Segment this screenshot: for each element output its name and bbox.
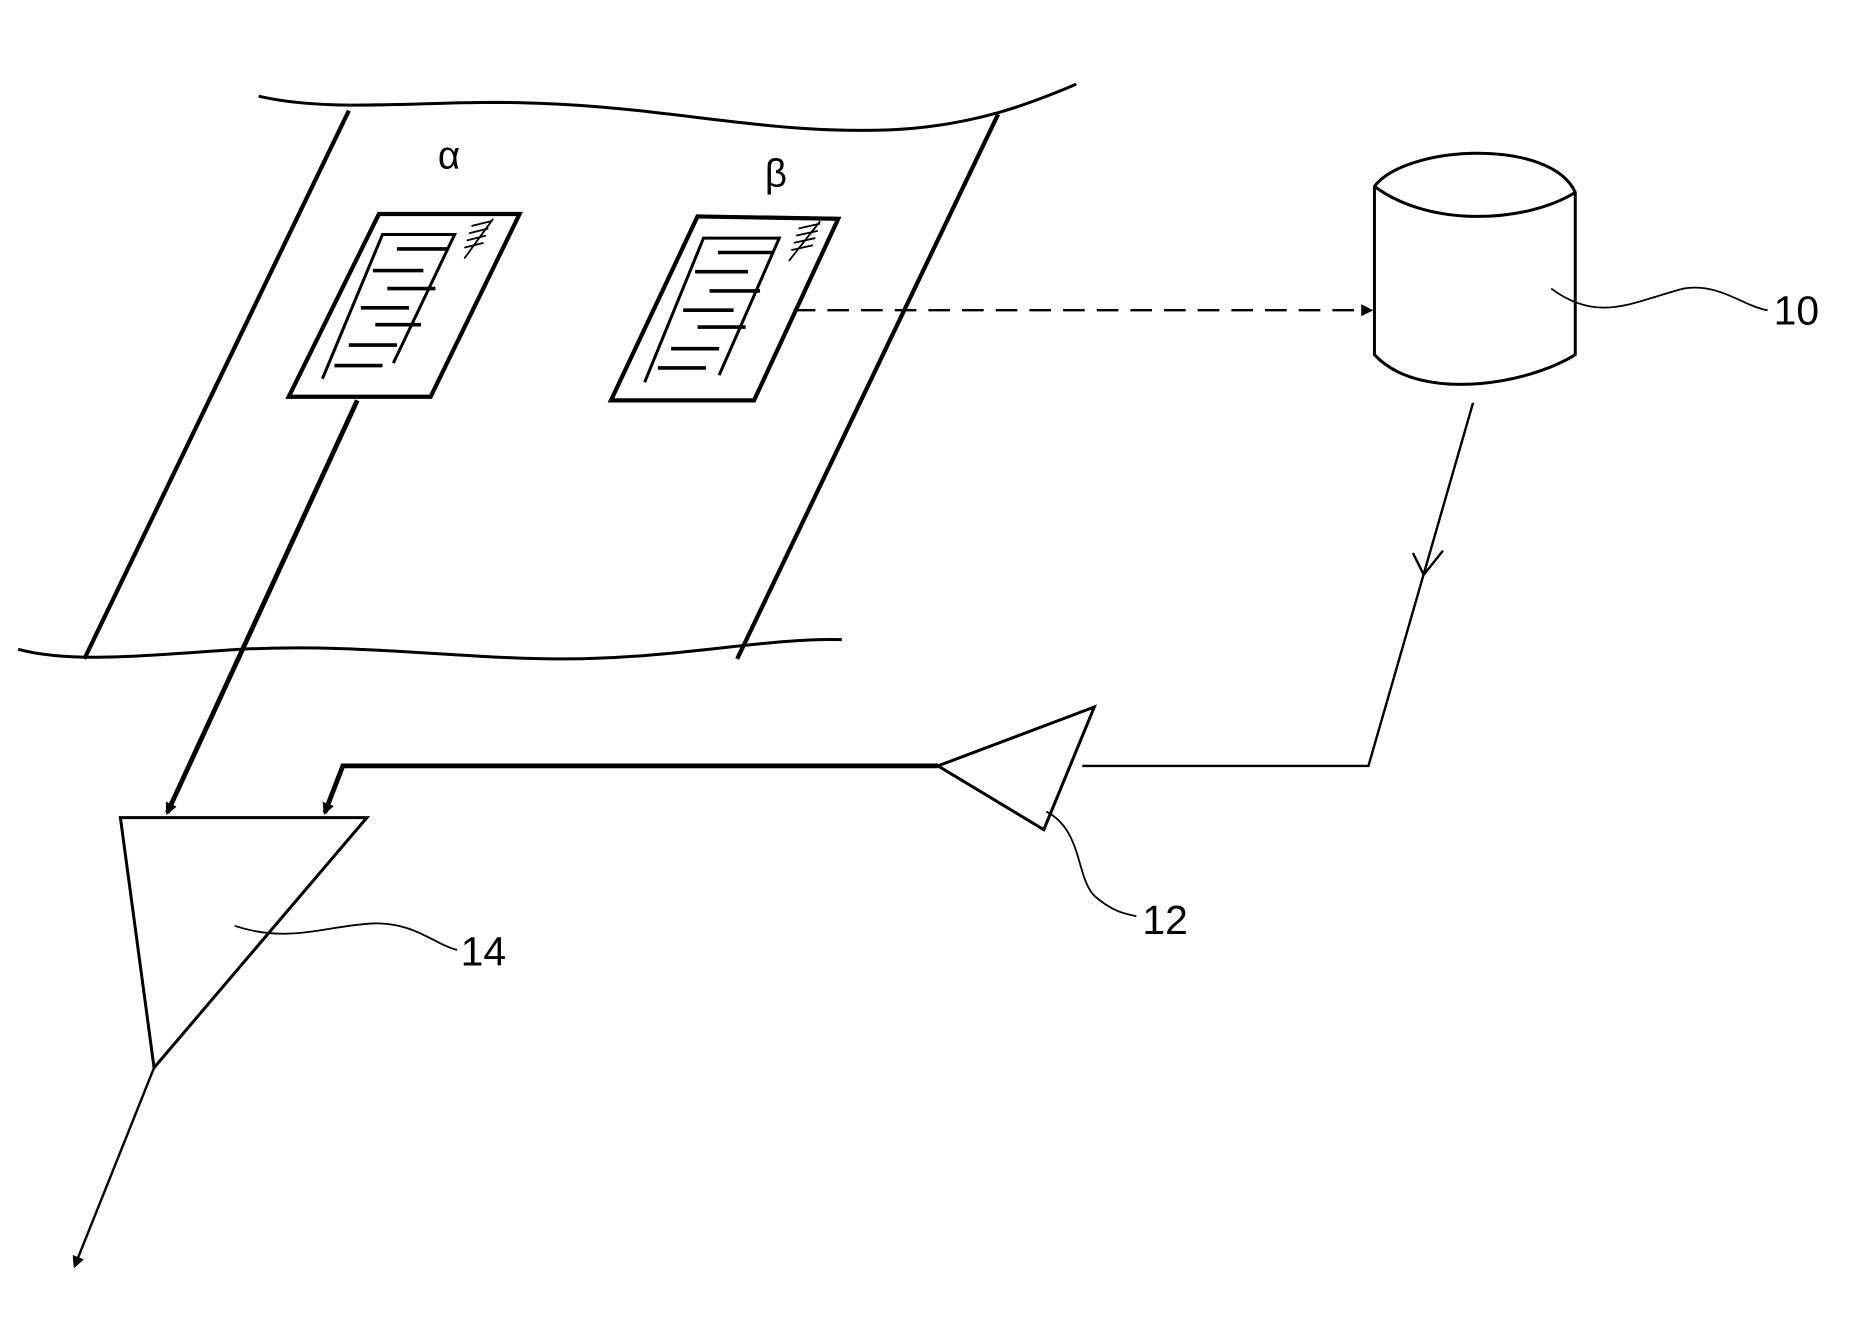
label-beta: β [765, 152, 787, 195]
database-10 [1372, 151, 1577, 386]
amplified-signal-line [322, 763, 938, 816]
ref-label-12: 12 [1142, 897, 1187, 943]
strip-top-edge [258, 82, 1077, 132]
direction-chevron [1411, 549, 1444, 577]
hatch-mark [463, 218, 494, 260]
label-alpha: α [438, 134, 460, 177]
amplifier-12 [934, 704, 1098, 832]
leader-12 [1045, 810, 1137, 918]
alpha-signal-line [165, 399, 360, 815]
ref-label-14: 14 [461, 928, 506, 974]
hatch-mark [788, 220, 821, 262]
document-beta [607, 214, 842, 403]
strip-bottom-edge [17, 637, 842, 661]
leader-14 [234, 922, 458, 951]
web-strip [17, 82, 1077, 661]
feed-line [1082, 402, 1475, 768]
document-alpha [285, 211, 523, 399]
strip-right-rail [735, 113, 1001, 660]
strip-left-rail [82, 109, 351, 660]
leader-10 [1550, 286, 1768, 312]
comparator-14 [118, 816, 371, 1072]
output-line [72, 1067, 156, 1269]
ref-label-10: 10 [1774, 288, 1819, 334]
